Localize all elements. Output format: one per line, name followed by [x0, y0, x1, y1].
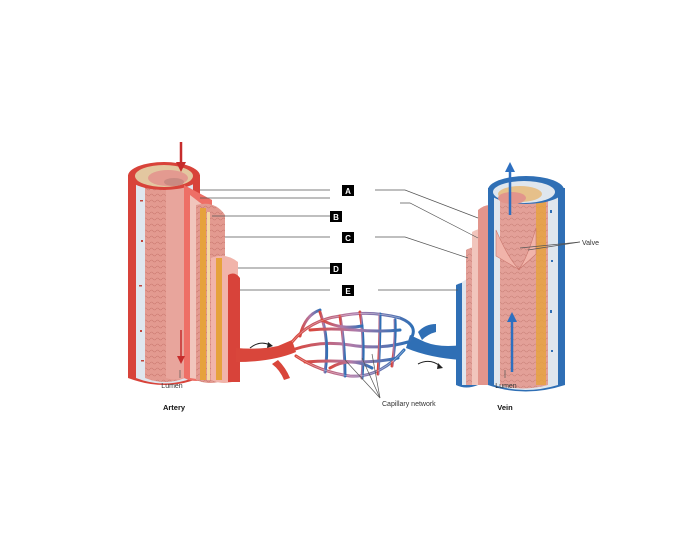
- key-box-a[interactable]: A: [342, 185, 354, 196]
- svg-text:C: C: [345, 234, 351, 243]
- svg-text:A: A: [345, 187, 351, 196]
- svg-text:B: B: [333, 213, 339, 222]
- svg-text:D: D: [333, 265, 339, 274]
- lumen-label-vein: Lumen: [495, 383, 517, 390]
- capillary-network-illustration: [236, 308, 462, 380]
- vein-label: Vein: [497, 403, 513, 412]
- valve-label: Valve: [582, 240, 599, 247]
- vein-illustration: [456, 162, 565, 392]
- key-box-e[interactable]: E: [342, 285, 354, 296]
- svg-text:E: E: [345, 287, 351, 296]
- artery-label: Artery: [163, 403, 186, 412]
- lumen-label-artery: Lumen: [161, 383, 183, 390]
- capillary-network-label: Capillary network: [382, 401, 436, 408]
- leader-lines: [179, 189, 581, 399]
- artery-illustration: [128, 142, 240, 385]
- key-box-b[interactable]: B: [330, 211, 342, 222]
- key-box-c[interactable]: C: [342, 232, 354, 243]
- key-box-d[interactable]: D: [330, 263, 342, 274]
